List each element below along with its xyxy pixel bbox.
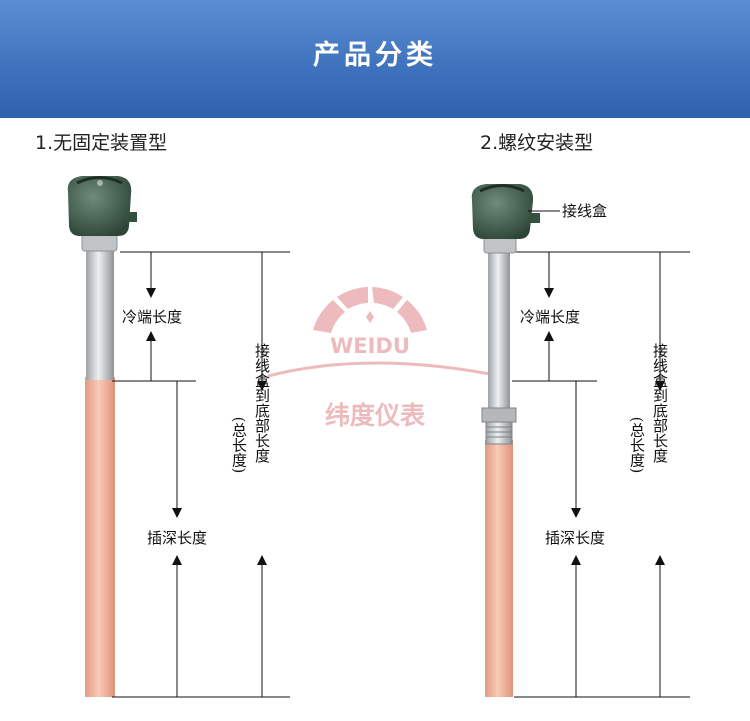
watermark-brand: WEIDU: [330, 334, 410, 358]
steel-tube: [488, 252, 510, 412]
watermark-company: 纬度仪表: [325, 401, 426, 430]
thermocouple-right: [471, 184, 540, 697]
ceramic-tube: [85, 377, 115, 697]
label-total-length-left: (总长度): [230, 417, 248, 474]
label-box-to-bottom-left: 接线盒到底部长度: [253, 343, 271, 463]
header-banner: 产品分类: [0, 0, 750, 118]
section-title-no-fixture: 1.无固定装置型: [35, 132, 168, 154]
hex-nut: [481, 407, 517, 423]
junction-box-icon: [67, 176, 132, 236]
label-insertion-depth-right: 插深长度: [545, 529, 605, 547]
section-title-threaded: 2.螺纹安装型: [480, 132, 594, 154]
watermark: WEIDU 纬度仪表: [267, 287, 501, 430]
watermark-swoosh: [267, 361, 501, 378]
label-box-to-bottom-right: 接线盒到底部长度: [651, 343, 669, 463]
label-insertion-depth-left: 插深长度: [147, 529, 207, 547]
left-dimensions: [112, 251, 290, 698]
ceramic-tube: [485, 440, 513, 697]
watermark-logo-icon: [313, 287, 427, 333]
page-title: 产品分类: [313, 40, 437, 71]
label-cold-end-length-right: 冷端长度: [520, 308, 580, 326]
right-dimensions: [512, 251, 690, 698]
steel-tube: [86, 250, 114, 380]
label-cold-end-length-left: 冷端长度: [122, 308, 182, 326]
label-total-length-right: (总长度): [628, 417, 646, 474]
thread-fitting: [485, 421, 513, 445]
thermocouple-left: [67, 176, 137, 697]
label-junction-box: 接线盒: [562, 202, 607, 220]
junction-box-icon: [471, 184, 534, 239]
